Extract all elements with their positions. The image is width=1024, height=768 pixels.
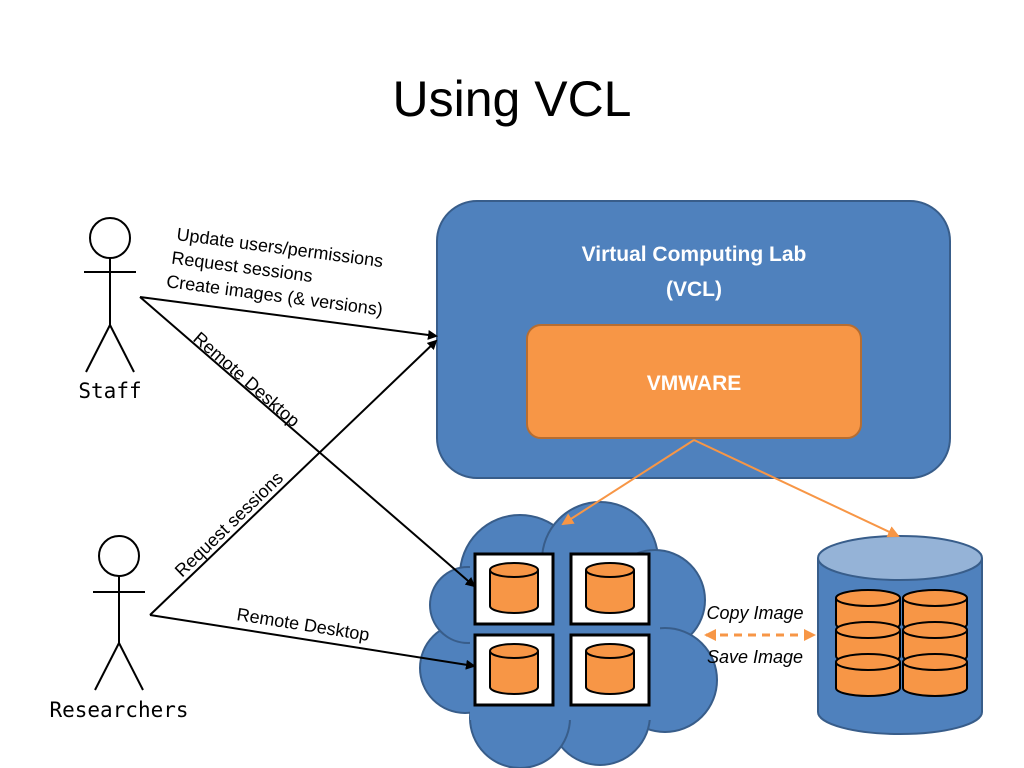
vcl-title-line2: (VCL): [666, 278, 722, 301]
slide-title: Using VCL: [393, 71, 632, 127]
vcl-title-line1: Virtual Computing Lab: [582, 243, 807, 266]
staff-to-vcl-arrow: [139, 296, 438, 340]
researchers-label: Researchers: [49, 698, 188, 722]
vm-image-3: [473, 633, 555, 707]
staff-actor-icon: [84, 217, 136, 373]
vm-image-4: [569, 633, 651, 707]
vmware-to-cloud-arrow: [561, 439, 695, 526]
vmware-label: VMWARE: [647, 372, 742, 395]
staff-label: Staff: [78, 379, 141, 403]
researchers-to-vcl-arrow: [149, 339, 438, 616]
staff-remote-desktop-label: Remote Desktop: [189, 328, 303, 431]
storage-disk-stack-right: [902, 589, 968, 697]
vm-image-2: [569, 552, 651, 626]
researchers-to-cloud-arrow: [149, 614, 476, 670]
staff-to-cloud-arrow: [139, 296, 476, 588]
vm-image-1: [473, 552, 555, 626]
researcher-request-sessions-label: Request sessions: [171, 468, 287, 581]
vmware-box: [526, 324, 862, 439]
save-image-label: Save Image: [707, 647, 803, 667]
cloud-shape: [419, 501, 718, 768]
storage-disk-stack-left: [835, 589, 901, 697]
vmware-to-storage-arrow: [693, 439, 900, 538]
researchers-actor-icon: [93, 535, 145, 691]
copy-image-label: Copy Image: [706, 603, 803, 623]
